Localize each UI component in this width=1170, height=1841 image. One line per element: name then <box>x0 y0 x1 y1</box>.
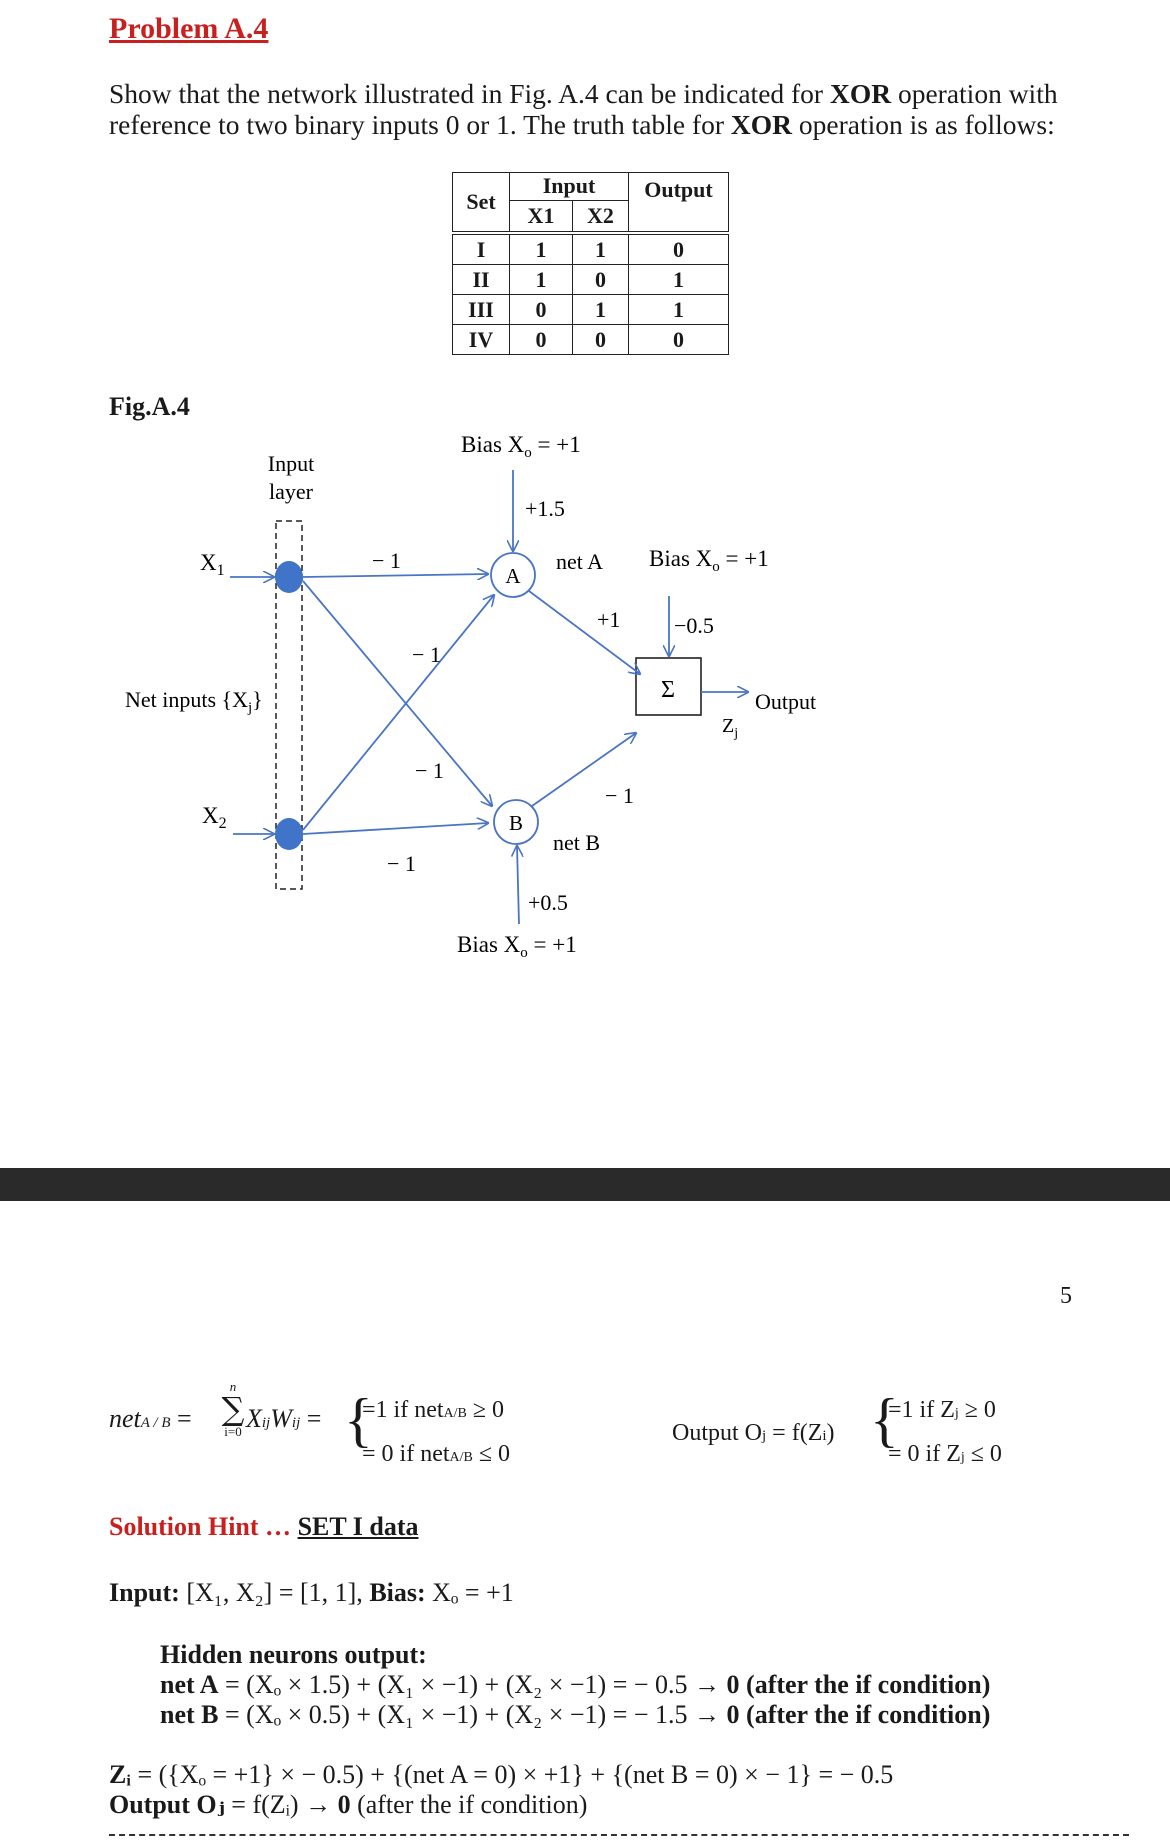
hidden-node-a <box>490 552 536 598</box>
table-header-x2: X2 <box>572 199 629 234</box>
sigma-symbol: Σ <box>661 677 675 703</box>
truth-table: Set Input Output X1 X2 I 1 1 0 II 1 0 1 … <box>452 172 729 355</box>
solution-hint: Solution Hint … SET I data <box>109 1512 419 1541</box>
brace-right: { <box>870 1387 899 1453</box>
net-b-equation: net B = (Xₒ × 0.5) + (X₁ × −1) + (X₂ × −… <box>160 1700 991 1729</box>
page-number: 5 <box>1060 1283 1072 1309</box>
input-label-x1: X1 <box>200 550 225 579</box>
zi-equation: Zᵢ = ({Xₒ = +1} × − 0.5) + {(net A = 0) … <box>109 1760 894 1789</box>
table-cell-output: 0 <box>628 324 729 355</box>
hidden-node-b <box>493 799 539 845</box>
weight-b-output: − 1 <box>605 783 634 808</box>
table-cell-set: I <box>452 232 510 265</box>
bias-arrow-b <box>517 846 519 925</box>
net-case-1: =1 if netA/B ≥ 0 <box>362 1397 505 1423</box>
output-formula: Output Oj = f(Zi) <box>672 1420 835 1446</box>
sum-symbol: n ∑ i=0 <box>221 1379 245 1439</box>
network-diagram: Input layer X1 X2 Net inputs {Xj} − 1 − … <box>125 432 816 961</box>
edge-x1-b <box>302 580 492 806</box>
weight-bias-a: +1.5 <box>525 496 565 521</box>
hidden-node-a-label: A <box>505 564 521 588</box>
net-formula: netA / B = <box>109 1404 192 1433</box>
net-case-2: = 0 if netA/B ≤ 0 <box>362 1441 511 1467</box>
input-layer-label: layer <box>269 479 314 504</box>
input-layer-box <box>275 520 303 890</box>
bias-label-b: Bias Xo = +1 <box>457 932 577 961</box>
z-case-1: =1 if Zj ≥ 0 <box>888 1397 996 1423</box>
hidden-neurons-title: Hidden neurons output: <box>160 1640 427 1669</box>
edge-b-output <box>531 733 636 807</box>
table-header-set: Set <box>452 172 510 234</box>
bias-label-a: Bias Xo = +1 <box>461 432 581 461</box>
bias-label-output: Bias Xo = +1 <box>649 546 769 575</box>
brace-left: { <box>344 1387 373 1453</box>
problem-statement: Show that the network illustrated in Fig… <box>109 78 1058 140</box>
net-inputs-label: Net inputs {Xj} <box>125 687 263 716</box>
weight-x1-b: − 1 <box>415 758 444 783</box>
output-equation: Output Oⱼ = f(Zᵢ) → 0 (after the if cond… <box>109 1790 588 1819</box>
table-cell-x1: 1 <box>509 232 573 265</box>
net-a-label: net A <box>556 549 603 574</box>
table-cell-output: 1 <box>628 294 729 325</box>
table-cell-set: II <box>452 264 510 295</box>
edge-x2-b <box>302 823 488 835</box>
net-b-label: net B <box>553 830 600 855</box>
problem-title: Problem A.4 <box>109 12 269 45</box>
input-node-x2 <box>275 818 303 850</box>
summation-box <box>635 657 702 716</box>
z-case-2: = 0 if Zj ≤ 0 <box>888 1441 1002 1467</box>
table-cell-output: 1 <box>628 264 729 295</box>
input-layer-label: Input <box>268 451 314 476</box>
weight-bias-output: −0.5 <box>674 613 714 638</box>
weight-x1-a: − 1 <box>372 548 401 573</box>
weight-x2-a: − 1 <box>412 642 441 667</box>
sum-body: XijWij = <box>246 1404 322 1433</box>
output-label: Output <box>755 689 816 714</box>
edge-x1-a <box>302 574 488 577</box>
table-cell-output: 0 <box>628 232 729 265</box>
hidden-node-b-label: B <box>509 811 523 835</box>
page-separator-band <box>0 1168 1170 1201</box>
table-header-output: Output <box>628 172 729 234</box>
edge-x2-a <box>302 595 494 831</box>
table-cell-set: IV <box>452 324 510 355</box>
net-a-equation: net A = (Xₒ × 1.5) + (X₁ × −1) + (X₂ × −… <box>160 1670 991 1699</box>
table-cell-x2: 0 <box>572 324 629 355</box>
solution-input: Input: [X₁, X₂] = [1, 1], Bias: Xₒ = +1 <box>109 1578 514 1607</box>
z-label: Zj <box>722 715 738 741</box>
dashed-divider <box>109 1834 1129 1836</box>
weight-a-output: +1 <box>597 607 620 632</box>
edge-a-output <box>528 590 640 674</box>
table-cell-x1: 0 <box>509 324 573 355</box>
weight-x2-b: − 1 <box>387 851 416 876</box>
input-node-x1 <box>275 561 303 593</box>
table-header-x1: X1 <box>509 199 573 234</box>
weight-bias-b: +0.5 <box>528 890 568 915</box>
input-label-x2: X2 <box>202 803 227 832</box>
figure-label: Fig.A.4 <box>109 392 190 421</box>
